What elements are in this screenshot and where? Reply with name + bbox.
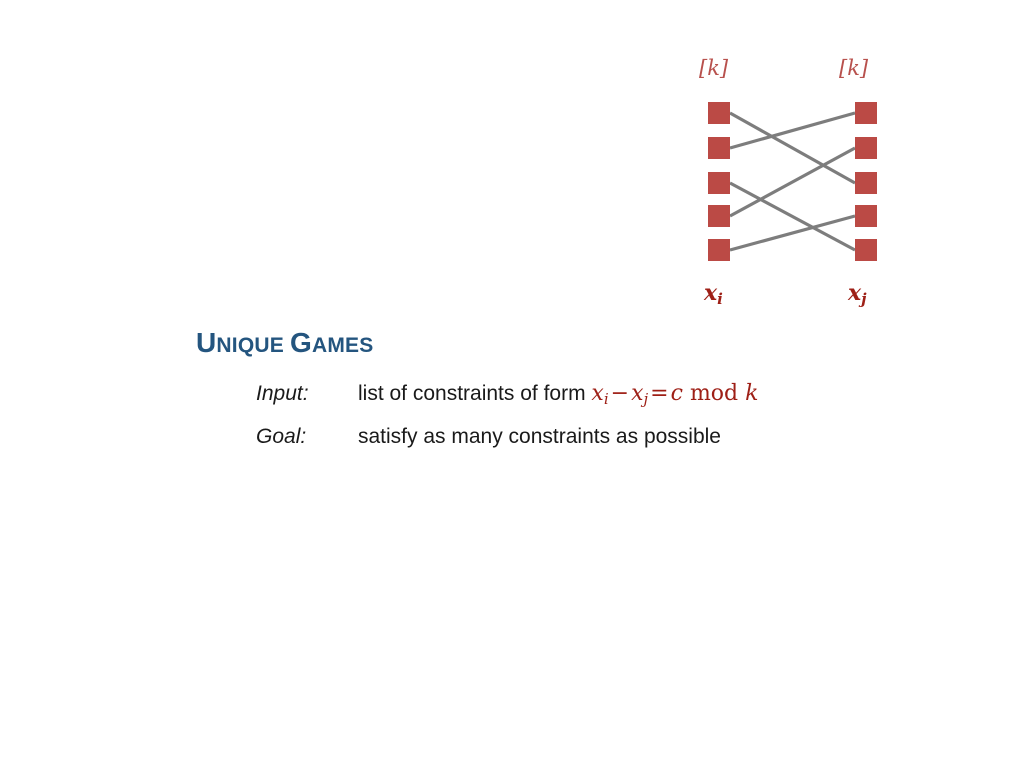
graph-node-right [855,137,877,159]
title-cap-g: G [289,327,312,358]
definition-row-goal: Goal: satisfy as many constraints as pos… [256,423,986,451]
constraint-edge [729,111,856,150]
formula-modulus-k: k [745,381,759,406]
definition-term-goal: Goal: [256,425,307,449]
graph-node-left [708,239,730,261]
edge-layer [729,111,856,252]
graph-node-right [855,102,877,124]
graph-node-left [708,172,730,194]
formula-equals-operator: = [650,381,669,406]
definition-description-input-text: list of constraints of form [358,382,592,405]
title-cap-u: U [196,327,217,358]
set-label-left: [k] [699,56,729,80]
page-title: UNIQUE GAMES [196,325,986,357]
variable-label-left-base: x [704,280,718,306]
formula-mod-text: mod [689,381,739,406]
formula-constant-c: c [670,381,683,406]
graph-svg [708,102,877,261]
variable-label-left-subscript: i [717,290,723,309]
formula-mod-keyword [683,381,690,406]
formula-x-j-base: x [631,381,644,406]
formula-x-i-subscript: i [603,390,609,409]
graph-node-left [708,137,730,159]
variable-label-left: xi [704,282,723,307]
text-block: UNIQUE GAMES Input: list of constraints … [196,325,986,466]
graph-node-right [855,239,877,261]
definition-description-input: list of constraints of form xi−xj=c mod … [358,379,758,409]
definition-description-goal: satisfy as many constraints as possible [358,425,721,449]
constraint-edge [729,146,856,218]
graph-node-left [708,205,730,227]
graph-node-left [708,102,730,124]
title-rest-unique: NIQUE [216,334,284,357]
constraint-formula: xi−xj=c mod k [591,381,759,409]
formula-minus-operator: − [610,381,630,406]
formula-x-i-base: x [591,381,604,406]
title-rest-games: AMES [311,334,374,357]
bipartite-constraint-graph: [k] [k] xi xj [680,50,900,315]
set-label-right: [k] [839,56,869,80]
formula-x-j-subscript: j [643,390,649,409]
node-layer [708,102,877,261]
constraint-edge [729,181,856,252]
definition-row-input: Input: list of constraints of form xi−xj… [256,379,986,409]
variable-label-right: xj [848,282,867,307]
definition-term-input: Input: [256,382,309,405]
graph-node-right [855,172,877,194]
graph-node-right [855,205,877,227]
constraint-edge [729,111,856,185]
variable-label-right-subscript: j [861,290,867,309]
variable-label-right-base: x [848,280,862,306]
constraint-edge [729,214,856,252]
